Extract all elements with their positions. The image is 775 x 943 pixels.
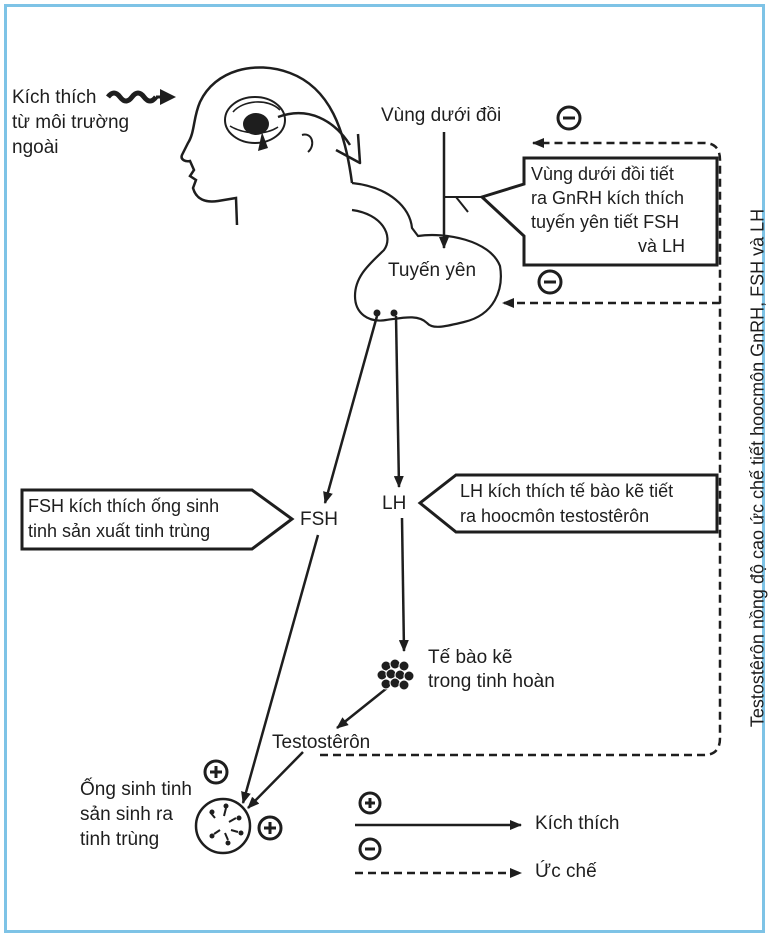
- feedback-dashed-line: [320, 138, 722, 757]
- pituitary-dot-lh: [390, 309, 398, 317]
- tubule-label-line3: tinh trùng: [80, 829, 160, 850]
- leydig-cell-cluster: [376, 658, 415, 691]
- stimulate-symbol-fsh: [203, 759, 229, 785]
- gnrh-callout-box: [479, 156, 719, 267]
- fsh-box-line1: FSH kích thích ống sinh: [28, 496, 220, 516]
- lh-box-line2: ra hoocmôn testostêrôn: [460, 506, 650, 526]
- arrow-leydig-testosterone: [336, 687, 388, 729]
- arrow-testosterone-tubule: [247, 751, 304, 809]
- legend-stimulate-label: Kích thích: [535, 813, 620, 834]
- testosterone-label: Testostêrôn: [272, 732, 371, 753]
- legend-inhibit-label: Ức chế: [535, 861, 597, 882]
- lh-callout-box: [417, 473, 719, 534]
- gnrh-box-line2: ra GnRH kích thích: [531, 188, 685, 208]
- gnrh-box-line3: tuyến yên tiết FSH: [531, 212, 680, 232]
- leydig-label-line2: trong tinh hoàn: [428, 671, 555, 692]
- legend: [355, 791, 522, 878]
- stimulate-symbol-testosterone: [257, 815, 283, 841]
- stimulus-label-line2: từ môi trường: [12, 112, 130, 133]
- brain: [224, 96, 286, 151]
- leydig-label-line1: Tế bào kẽ: [428, 647, 513, 668]
- feedback-label: Testostêrôn nồng độ cao ức chế tiết hooc…: [747, 208, 768, 728]
- lh-box-line1: LH kích thích tế bào kẽ tiết: [460, 481, 674, 501]
- stimulus-wave-arrow: [106, 89, 176, 105]
- seminiferous-tubule: [194, 797, 252, 855]
- arrow-fsh-tubule: [241, 534, 320, 804]
- fsh-label: FSH: [300, 509, 338, 530]
- gnrh-box-line4: và LH: [638, 236, 686, 256]
- arrow-lh-leydig: [398, 517, 409, 652]
- pituitary-label: Tuyến yên: [388, 260, 477, 281]
- diagram-frame: [4, 4, 765, 933]
- inhibit-symbol-pituitary: [537, 269, 563, 295]
- hypothalamus-label: Vùng dưới đồi: [381, 105, 502, 126]
- tubule-label-line2: sản sinh ra: [80, 804, 173, 825]
- arrow-pituitary-lh: [393, 315, 404, 488]
- inhibit-symbol-hypothalamus: [556, 105, 582, 131]
- fsh-callout-box: [20, 488, 295, 551]
- lh-label: LH: [382, 493, 407, 514]
- pituitary-dot-fsh: [373, 309, 381, 317]
- tubule-label-line1: Ống sinh tinh: [80, 779, 192, 800]
- gnrh-box-line1: Vùng dưới đồi tiết: [531, 164, 674, 184]
- head-ear: [301, 133, 314, 153]
- arrow-pituitary-fsh: [323, 315, 379, 504]
- brain-arrow: [277, 112, 362, 165]
- head-profile: [180, 66, 354, 226]
- stimulus-label-line1: Kích thích: [12, 87, 97, 108]
- pituitary-gland: [351, 181, 502, 328]
- fsh-box-line2: tinh sản xuất tinh trùng: [28, 521, 211, 541]
- stimulus-label-line3: ngoài: [12, 137, 59, 158]
